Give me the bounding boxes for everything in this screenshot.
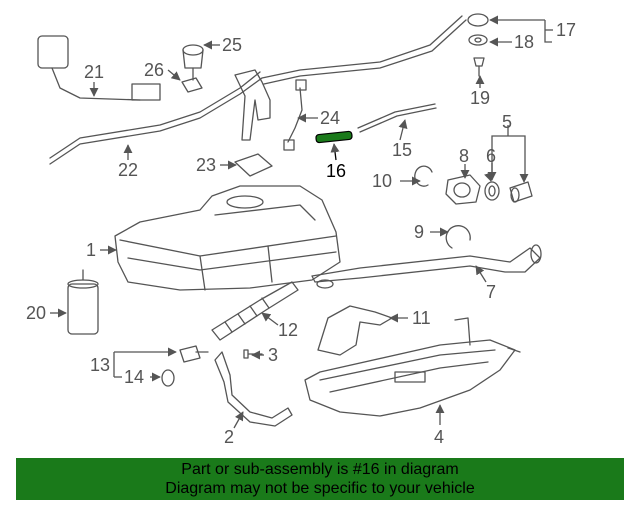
breather-line xyxy=(357,103,437,133)
skid-plate xyxy=(304,317,521,417)
banner-line-disclaimer: Diagram may not be specific to your vehi… xyxy=(165,480,475,497)
callout-4: 4 xyxy=(434,427,444,447)
callout-11: 11 xyxy=(412,308,431,328)
callout-22: 22 xyxy=(118,160,138,180)
callout-23: 23 xyxy=(196,155,216,175)
callout-14: 14 xyxy=(124,367,144,387)
tank-strap xyxy=(214,351,293,427)
callout-12: 12 xyxy=(278,320,298,340)
filler-neck xyxy=(311,244,542,289)
clamp-ring xyxy=(445,225,471,249)
valve xyxy=(179,345,209,363)
callout-18: 18 xyxy=(514,32,534,52)
callout-26: 26 xyxy=(144,60,164,80)
callout-7: 7 xyxy=(486,282,496,302)
callout-8: 8 xyxy=(459,146,469,166)
heat-shield xyxy=(317,305,393,356)
callout-16: 16 xyxy=(326,161,346,181)
callout-9: 9 xyxy=(414,222,424,242)
fuel-cap xyxy=(509,181,533,203)
callout-labels: 1 2 3 4 5 6 7 8 9 10 11 12 13 14 15 16 1… xyxy=(26,20,576,447)
callout-13: 13 xyxy=(90,355,110,375)
grommet-ring xyxy=(414,165,433,187)
callout-5: 5 xyxy=(502,112,512,132)
callout-3: 3 xyxy=(268,345,278,365)
sender-gasket xyxy=(234,153,273,177)
callout-25: 25 xyxy=(222,35,242,55)
sender-unit xyxy=(234,69,271,141)
callout-2: 2 xyxy=(224,427,234,447)
callout-1: 1 xyxy=(86,240,96,260)
callout-15: 15 xyxy=(392,140,412,160)
banner-line-part: Part or sub-assembly is #16 in diagram xyxy=(181,461,459,478)
wire-harness xyxy=(283,79,307,151)
filler-hose xyxy=(211,281,299,341)
valve-gasket xyxy=(161,369,175,387)
callout-24: 24 xyxy=(320,108,340,128)
cap-gasket xyxy=(484,181,500,201)
washer xyxy=(468,34,488,46)
fuel-tank xyxy=(114,185,341,291)
highlighted-hose-16 xyxy=(315,130,353,144)
callout-10: 10 xyxy=(372,171,392,191)
leader-lines xyxy=(50,15,553,429)
callout-19: 19 xyxy=(470,88,490,108)
bolt xyxy=(243,349,263,359)
info-banner: Part or sub-assembly is #16 in diagram D… xyxy=(16,458,624,500)
fuel-pump-module xyxy=(37,35,161,101)
parts-diagram: 1 2 3 4 5 6 7 8 9 10 11 12 13 14 15 16 1… xyxy=(26,13,576,447)
fuel-filter xyxy=(67,269,99,335)
clip xyxy=(473,57,485,77)
callout-21: 21 xyxy=(84,62,104,82)
callout-6: 6 xyxy=(486,146,496,166)
callout-20: 20 xyxy=(26,303,46,323)
gauge-unit xyxy=(182,44,204,81)
canister-cap xyxy=(467,13,489,27)
filler-housing xyxy=(445,174,481,205)
fuel-lines xyxy=(49,15,467,165)
callout-17: 17 xyxy=(556,20,576,40)
connector xyxy=(181,77,203,93)
